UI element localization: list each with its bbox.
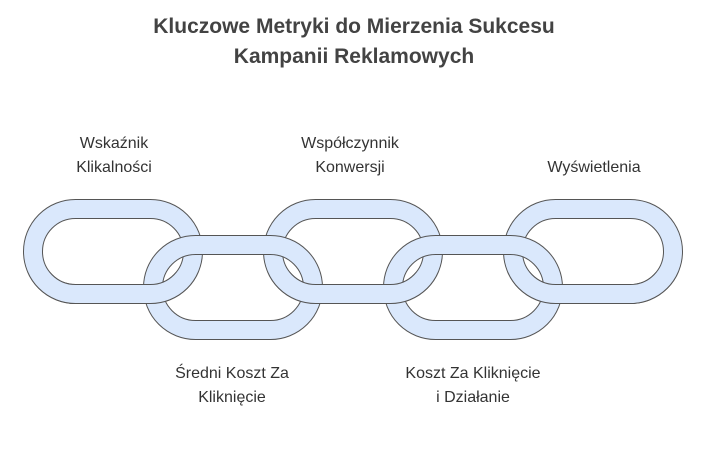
chain-link-top-overlap-1 — [27, 272, 199, 304]
title-line-1: Kluczowe Metryki do Mierzenia Sukcesu — [153, 15, 555, 38]
label-cpc-cpa: Koszt Za Kliknięcie i Działanie — [363, 362, 583, 410]
label-line: Klikalności — [76, 159, 152, 176]
label-line: Średni Koszt Za — [175, 365, 289, 382]
label-line: Kliknięcie — [198, 389, 266, 406]
chain-link-top-overlap-3 — [507, 272, 679, 304]
label-line: Wskaźnik — [79, 135, 149, 152]
label-line: Współczynnik — [301, 135, 399, 152]
label-avg-cpc: Średni Koszt Za Kliknięcie — [122, 362, 342, 410]
label-conversion-rate: Współczynnik Konwersji — [240, 132, 460, 180]
label-ctr: Wskaźnik Klikalności — [4, 132, 224, 180]
label-line: Koszt Za Kliknięcie — [405, 365, 541, 382]
label-line: Konwersji — [315, 159, 385, 176]
diagram-title: Kluczowe Metryki do Mierzenia Sukcesu Ka… — [0, 12, 708, 72]
label-impressions: Wyświetlenia — [484, 156, 704, 180]
label-line: Wyświetlenia — [547, 159, 641, 176]
label-line: i Działanie — [436, 389, 510, 406]
chain-link-top-overlap-2 — [267, 272, 439, 304]
title-line-2: Kampanii Reklamowych — [233, 45, 475, 68]
